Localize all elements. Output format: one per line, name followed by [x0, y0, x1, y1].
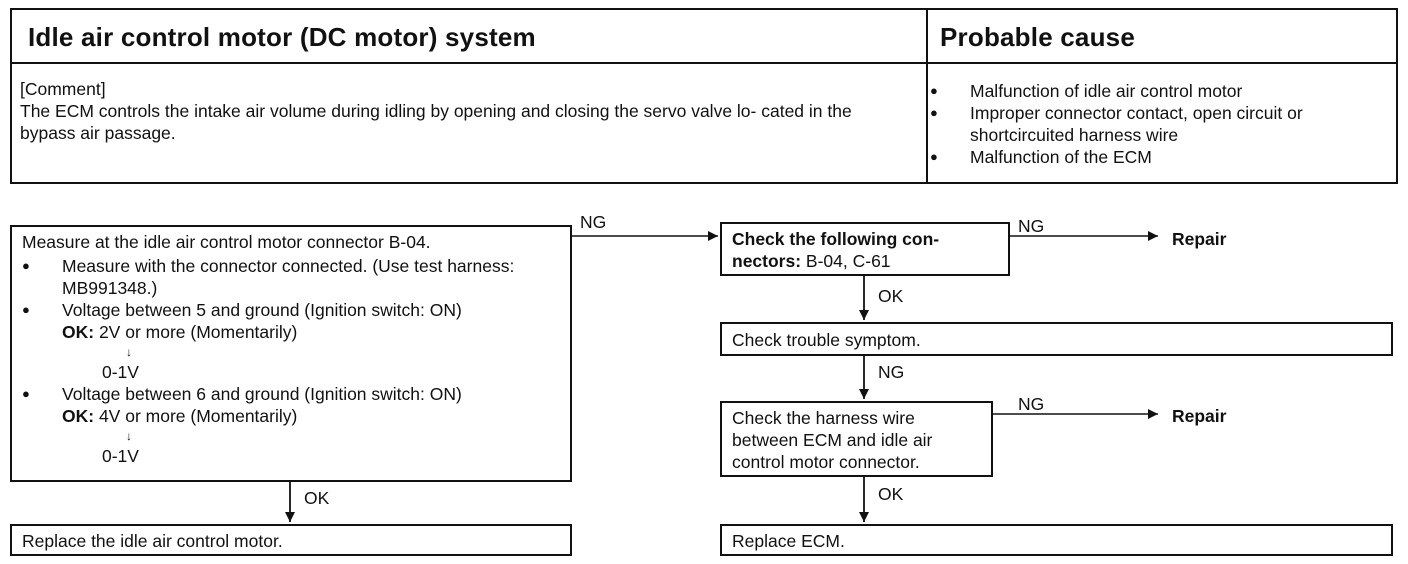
- connector-ids: B-04, C-61: [805, 251, 891, 271]
- system-title: Idle air control motor (DC motor) system: [28, 22, 536, 52]
- voltage5-text: Voltage between 5 and ground (Ignition s…: [62, 300, 462, 320]
- check-connectors-label: nectors:: [732, 251, 802, 271]
- measure-box: Measure at the idle air control motor co…: [10, 225, 572, 482]
- replace-iac-box: Replace the idle air control motor.: [10, 524, 572, 556]
- ng-label: NG: [878, 362, 905, 382]
- voltage6-text: Voltage between 6 and ground (Ignition s…: [62, 384, 462, 404]
- repair-label: Repair: [1172, 406, 1227, 426]
- voltage5-ok: OK: 2V or more (Momentarily): [62, 321, 560, 343]
- check-harness-box: Check the harness wire between ECM and i…: [720, 401, 993, 477]
- down-arrow-icon: ↓: [126, 345, 132, 359]
- ok-label: OK: [878, 286, 904, 306]
- ng-label: NG: [1018, 216, 1045, 236]
- check-connectors-box: Check the following con- nectors: B-04, …: [720, 222, 1010, 276]
- comment: [Comment] The ECM controls the intake ai…: [20, 78, 910, 144]
- cause-item: Improper connector contact, open circuit…: [930, 102, 1392, 146]
- ok-label: OK: [878, 484, 904, 504]
- ok-label: OK:: [62, 322, 95, 342]
- comment-label: [Comment]: [20, 79, 106, 99]
- ok-value: 2V or more (Momentarily): [98, 322, 298, 342]
- header-table: Idle air control motor (DC motor) system…: [10, 8, 1398, 184]
- cause-item: Malfunction of the ECM: [930, 146, 1392, 168]
- measure-bullet-voltage6: Voltage between 6 and ground (Ignition s…: [22, 383, 560, 467]
- measure-bullet-voltage5: Voltage between 5 and ground (Ignition s…: [22, 299, 560, 383]
- check-connectors-line1: Check the following con-: [732, 229, 940, 249]
- voltage6-after: 0-1V: [102, 446, 139, 466]
- voltage6-ok: OK: 4V or more (Momentarily): [62, 405, 560, 427]
- ok-value: 4V or more (Momentarily): [98, 406, 298, 426]
- ok-label: OK:: [62, 406, 95, 426]
- voltage5-after: 0-1V: [102, 362, 139, 382]
- repair-label: Repair: [1172, 229, 1227, 249]
- cause-list: Malfunction of idle air control motor Im…: [930, 80, 1392, 168]
- probable-cause-title: Probable cause: [940, 22, 1135, 52]
- check-symptom-box: Check trouble symptom.: [720, 322, 1393, 356]
- ok-label: OK: [304, 488, 330, 508]
- comment-text: The ECM controls the intake air volume d…: [20, 101, 852, 143]
- replace-ecm-box: Replace ECM.: [720, 524, 1393, 556]
- row-divider: [12, 62, 1396, 64]
- column-divider: [926, 10, 928, 182]
- cause-item: Malfunction of idle air control motor: [930, 80, 1392, 102]
- ng-label: NG: [1018, 394, 1045, 414]
- down-arrow-icon: ↓: [126, 429, 132, 443]
- measure-bullet-connected: Measure with the connector connected. (U…: [22, 255, 560, 299]
- ng-label: NG: [580, 212, 607, 232]
- check-connectors-line2: nectors: B-04, C-61: [732, 250, 998, 272]
- measure-title: Measure at the idle air control motor co…: [22, 232, 431, 252]
